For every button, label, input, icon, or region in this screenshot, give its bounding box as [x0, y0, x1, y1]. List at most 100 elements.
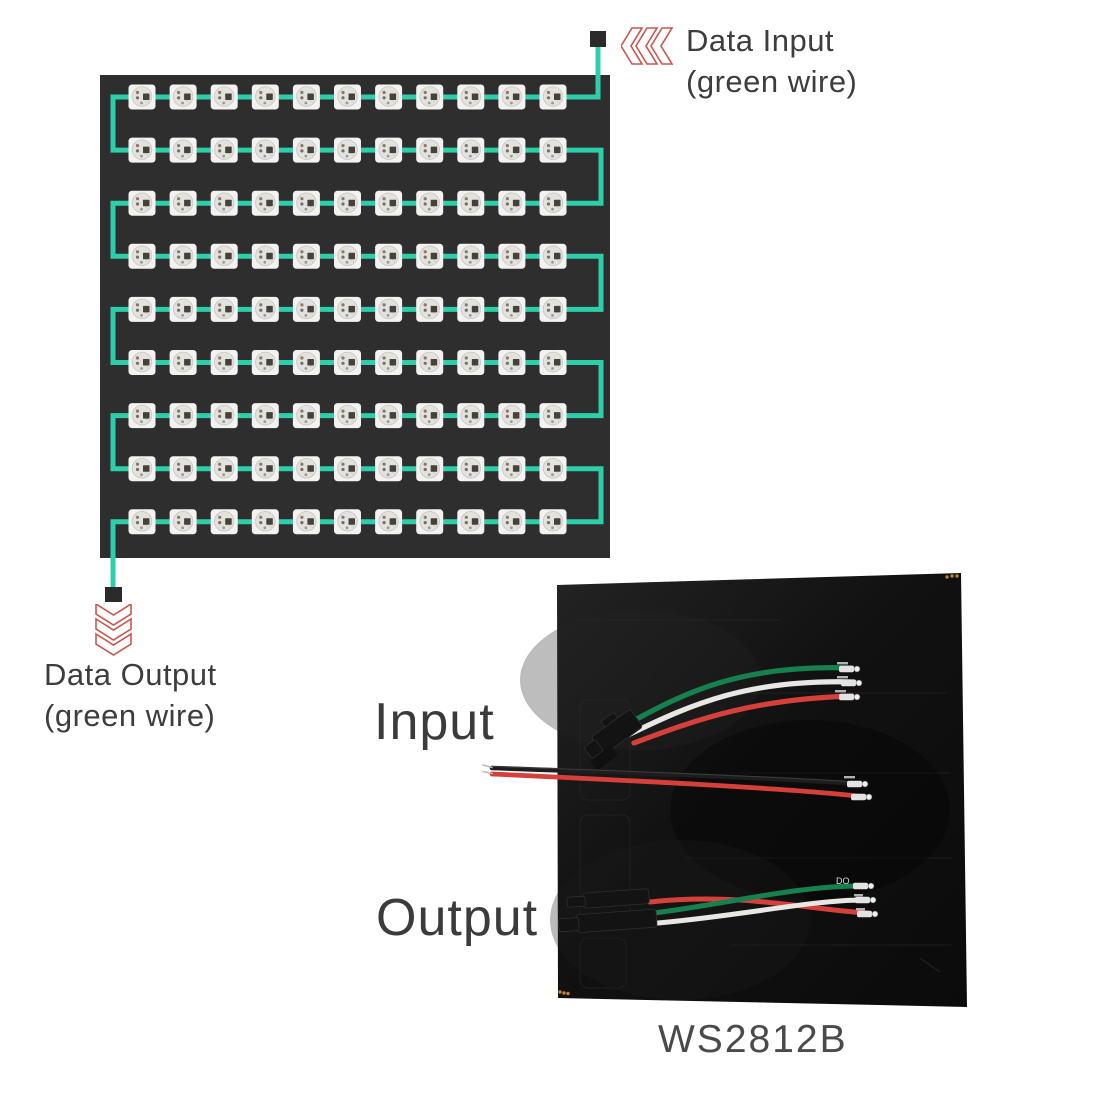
led-pixel [498, 296, 526, 322]
data-input-label: Data Input (green wire) [686, 20, 857, 102]
led-pixel [128, 296, 156, 322]
led-pixel [539, 509, 567, 535]
led-pixel [251, 190, 279, 216]
photo-output-caption: Output [376, 889, 539, 947]
led-pixel [169, 296, 197, 322]
led-pixel [251, 84, 279, 110]
led-pixel [292, 84, 320, 110]
data-input-connector [590, 31, 606, 47]
solder-pad [857, 910, 879, 918]
led-pixel [251, 350, 279, 375]
led-pixel [210, 84, 238, 110]
data-output-connector [105, 587, 122, 602]
data-input-line2: (green wire) [686, 64, 858, 99]
led-pixel [375, 509, 403, 535]
led-pixel [457, 350, 485, 375]
led-pixel [251, 509, 279, 535]
input-wire-red [631, 693, 855, 746]
led-pixel [375, 296, 403, 322]
led-pixel [457, 403, 485, 429]
led-pixel [416, 296, 444, 322]
led-pixel [457, 296, 485, 322]
led-pixel [416, 350, 444, 375]
led-pixel [334, 296, 361, 322]
led-pixel [169, 84, 197, 110]
led-pixel [292, 350, 320, 375]
led-pixel [375, 243, 403, 269]
led-pixel [416, 84, 444, 110]
led-pixel [416, 137, 444, 163]
led-pixel [375, 403, 403, 429]
chevrons-down-icon [95, 604, 132, 656]
led-pixel [539, 84, 567, 110]
led-pixel [251, 243, 279, 269]
input-connector-plug [584, 709, 643, 759]
led-pixel [251, 137, 279, 163]
led-pixel [539, 137, 567, 163]
led-pixel [128, 190, 156, 216]
led-pixel [292, 456, 320, 482]
chevrons-left-icon [621, 27, 674, 65]
led-pixel [416, 456, 444, 482]
pad-micro-labels [835, 662, 865, 911]
led-pixel [375, 190, 403, 216]
output-connector-plugs [558, 888, 658, 933]
led-pixel [416, 243, 444, 269]
led-pixel [539, 243, 567, 269]
model-caption: WS2812B [658, 1018, 848, 1061]
led-pixel [498, 190, 526, 216]
led-pixel [539, 296, 567, 322]
led-pixel [169, 137, 197, 163]
output-cable [647, 883, 871, 926]
led-pixel [128, 137, 156, 163]
data-input-line1: Data Input [686, 23, 835, 58]
led-pixel [128, 243, 156, 269]
led-pixel [416, 509, 444, 535]
solder-pad [839, 693, 861, 701]
led-pixel [334, 190, 361, 216]
panel-back-photo: DO [482, 573, 967, 1007]
led-pixel [334, 84, 361, 110]
input-wire-white [627, 679, 857, 737]
power-wire-black [489, 765, 865, 787]
pcb-trace-outlines [576, 619, 952, 989]
led-pixel [498, 509, 526, 535]
led-pixel [292, 509, 320, 535]
led-pixel [539, 403, 567, 429]
led-pixel [210, 296, 238, 322]
input-connector-tab [590, 746, 618, 770]
bare-wire-tips [482, 764, 493, 775]
led-pixel [169, 509, 197, 535]
led-pixel [128, 350, 156, 375]
led-pixel [457, 243, 485, 269]
led-pixel [457, 509, 485, 535]
led-pixel [292, 137, 320, 163]
led-pixel [210, 137, 238, 163]
led-pixel [334, 137, 361, 163]
data-output-line2: (green wire) [44, 698, 216, 733]
panel-sheen [520, 610, 950, 1000]
led-pixel [334, 456, 361, 482]
solder-pads [839, 665, 879, 918]
led-pixel [169, 403, 197, 429]
led-pixel [251, 456, 279, 482]
output-wire-green [651, 883, 863, 916]
output-wire-white [655, 897, 867, 926]
pad-label-do: DO [836, 876, 850, 886]
led-pixel [210, 509, 238, 535]
led-pixel [128, 456, 156, 482]
led-pixel [457, 190, 485, 216]
power-wire-red [489, 771, 869, 800]
led-pixel [251, 403, 279, 429]
solder-pad [839, 665, 861, 673]
led-pixel [498, 84, 526, 110]
led-pixel [169, 243, 197, 269]
led-matrix-diagram [100, 31, 610, 602]
led-pixel [375, 456, 403, 482]
led-pixel [498, 137, 526, 163]
led-pixel [210, 350, 238, 375]
led-pixel [334, 350, 361, 375]
led-pixel [128, 403, 156, 429]
led-pixel [498, 350, 526, 375]
data-output-label: Data Output (green wire) [44, 654, 217, 736]
